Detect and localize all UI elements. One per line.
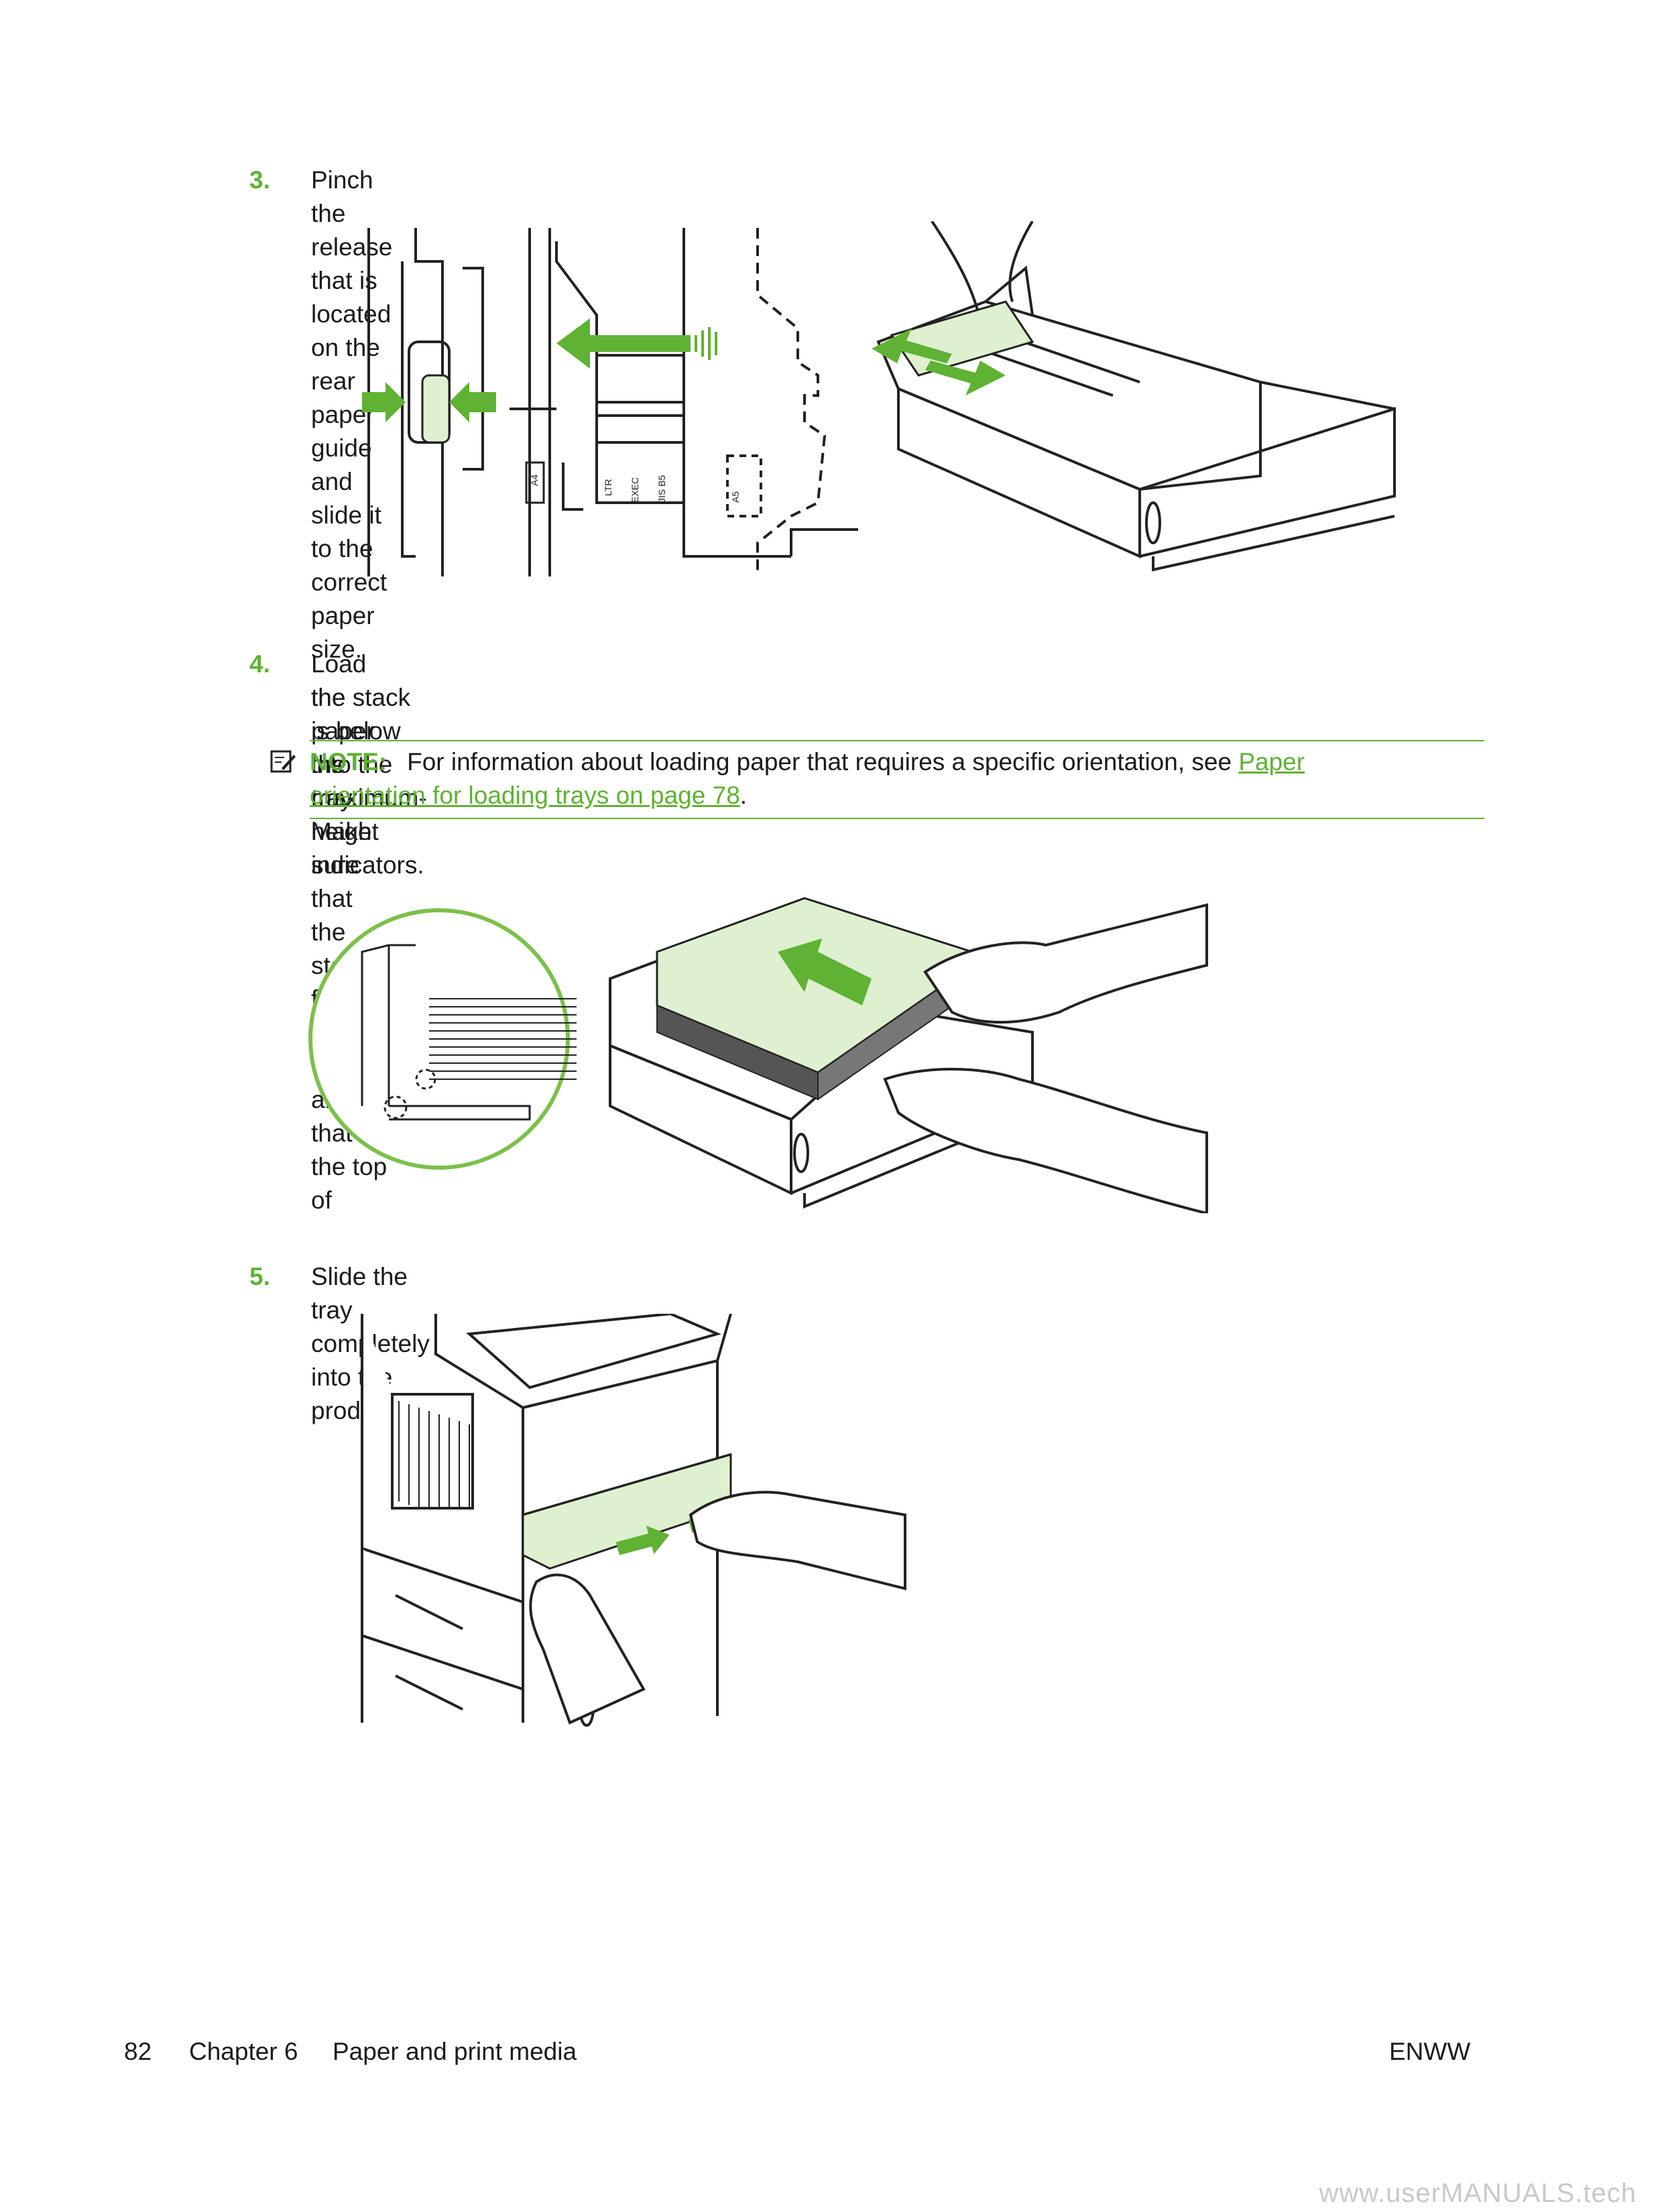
footer-enww: ENWW: [1389, 2038, 1471, 2065]
figure-insert-tray: [361, 1314, 906, 1727]
watermark: www.userMANUALS.tech: [1319, 2178, 1637, 2208]
size-label-a4: A4: [529, 475, 540, 486]
step-text: Pinch the release that is located on the…: [311, 166, 393, 663]
note-box: NOTE: For information about loading paper…: [270, 740, 1484, 819]
figure-rear-paper-guide: A4 LTR EXEC JIS B5 A5: [362, 221, 1396, 576]
note-label: NOTE:: [310, 748, 388, 776]
note-trailing: .: [739, 782, 748, 809]
size-label-exec: EXEC: [630, 477, 640, 503]
step-number: 5.: [249, 1263, 270, 1290]
step-text-line-2: the stack is below the maximum-height in…: [311, 684, 427, 879]
figure-load-paper: [308, 897, 1208, 1213]
footer-section: Paper and print media: [333, 2038, 577, 2065]
size-label-jis-b5: JIS B5: [656, 475, 667, 503]
footer-chapter: Chapter 6: [189, 2038, 298, 2065]
note-pencil-icon: [270, 750, 296, 773]
step-number: 4.: [249, 650, 270, 678]
size-label-a5: A5: [730, 491, 741, 503]
size-label-ltr: LTR: [603, 479, 613, 496]
footer-page-number: 82: [124, 2038, 152, 2065]
step-number: 3.: [249, 166, 270, 194]
note-text: For information about loading paper that…: [407, 748, 1239, 776]
